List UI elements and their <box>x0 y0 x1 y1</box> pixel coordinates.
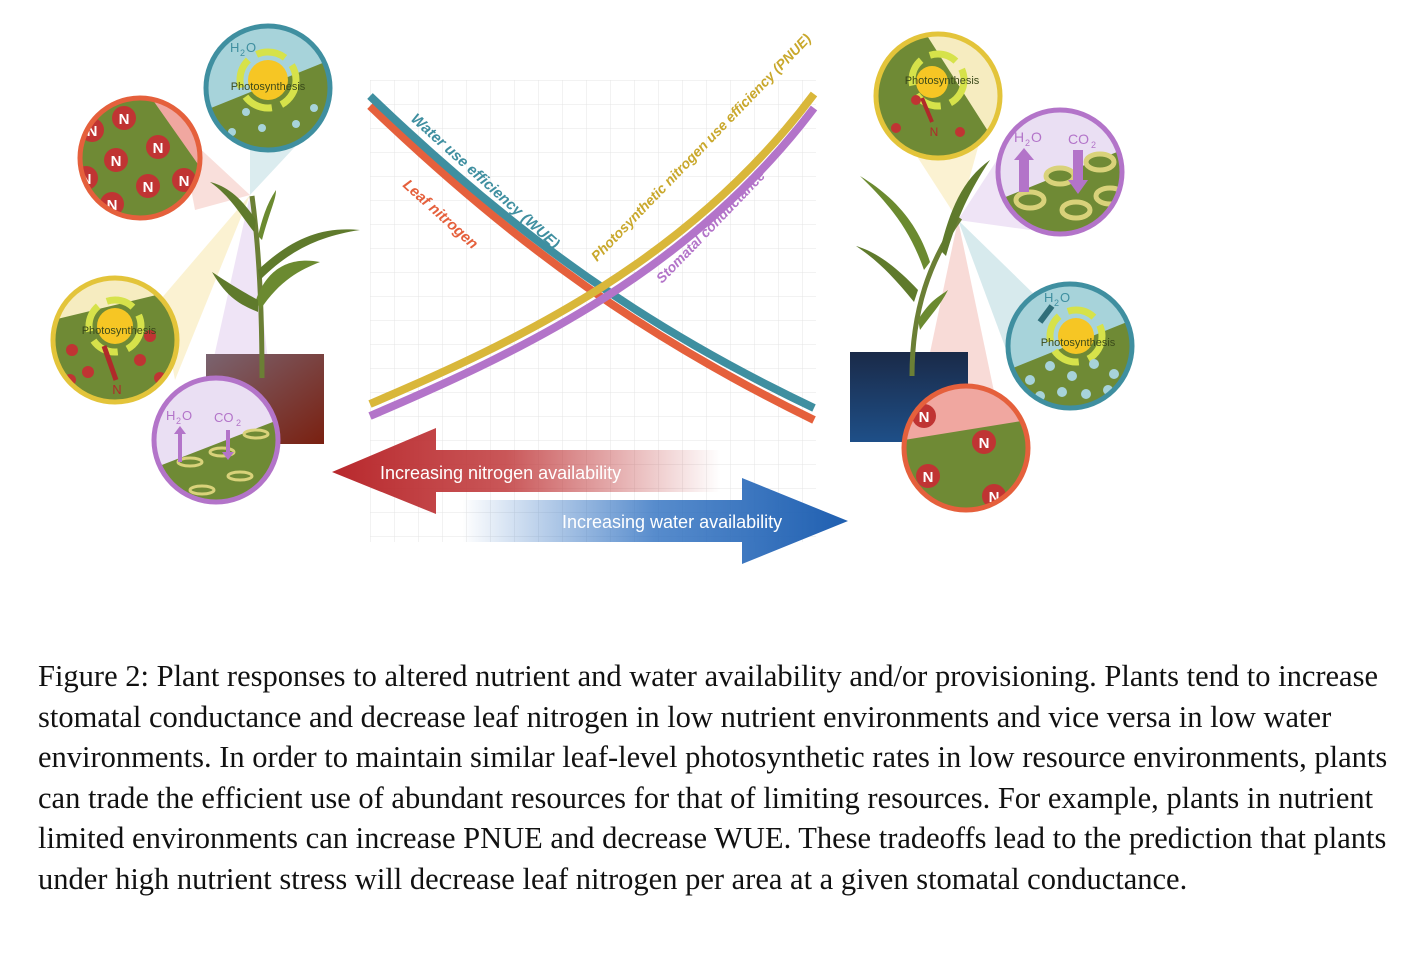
svg-text:O: O <box>246 40 256 55</box>
svg-text:N: N <box>989 489 1000 506</box>
svg-text:N: N <box>919 409 930 426</box>
svg-text:Photosynthesis: Photosynthesis <box>231 81 306 93</box>
svg-text:N: N <box>111 153 122 170</box>
bubble-nitrogen-low: N N N N <box>901 383 1031 513</box>
svg-text:N: N <box>153 140 164 157</box>
bubble-photosynthesis-nitrogen-right: Photosynthesis N <box>873 31 1003 161</box>
bubble-photosynthesis-water-left: H 2 O Photosynthesis <box>203 23 333 153</box>
svg-text:2: 2 <box>1054 298 1059 308</box>
svg-text:H: H <box>1044 290 1053 305</box>
wue-curve <box>367 93 816 412</box>
svg-text:H: H <box>1014 129 1024 145</box>
svg-text:O: O <box>182 408 192 423</box>
bubble-photosynthesis-water-right: H 2 O Photosynthesis <box>1005 281 1135 411</box>
svg-text:Photosynthesis: Photosynthesis <box>82 325 157 337</box>
svg-text:O: O <box>1031 129 1042 145</box>
svg-text:Photosynthesis: Photosynthesis <box>1041 337 1116 349</box>
svg-text:N: N <box>930 125 939 139</box>
svg-text:2: 2 <box>236 418 241 428</box>
svg-text:2: 2 <box>240 48 245 58</box>
bubble-stomata-right: H 2 O CO 2 <box>995 107 1125 237</box>
svg-text:2: 2 <box>176 416 181 426</box>
svg-text:N: N <box>112 382 121 397</box>
svg-text:N: N <box>923 469 934 486</box>
svg-text:N: N <box>87 123 98 140</box>
svg-text:N: N <box>179 173 190 190</box>
leaf-nitrogen-curve <box>367 103 816 424</box>
bubble-stomata-left: H 2 O CO 2 <box>151 375 281 505</box>
curves <box>367 91 818 424</box>
nitrogen-arrow-label: Increasing nitrogen availability <box>380 463 621 483</box>
svg-text:H: H <box>230 40 239 55</box>
svg-text:H: H <box>166 408 175 423</box>
figure-illustration: Water use efficiency (WUE) Leaf nitrogen… <box>50 23 1135 564</box>
bubble-photosynthesis-nitrogen-left: Photosynthesis N <box>50 275 180 405</box>
svg-text:2: 2 <box>1091 140 1096 150</box>
stomatal-curve <box>368 105 818 420</box>
pnue-curve <box>368 91 818 408</box>
nitrogen-arrow: Increasing nitrogen availability <box>332 428 720 514</box>
svg-text:N: N <box>979 435 990 452</box>
water-arrow: Increasing water availability <box>462 478 848 564</box>
svg-text:2: 2 <box>1025 138 1030 148</box>
svg-text:CO: CO <box>1068 131 1089 147</box>
bubble-nitrogen-high: N N N N N N N N <box>77 95 203 221</box>
svg-text:N: N <box>119 111 130 128</box>
svg-text:CO: CO <box>214 410 234 425</box>
svg-text:N: N <box>107 197 118 214</box>
water-arrow-label: Increasing water availability <box>562 512 782 532</box>
svg-text:N: N <box>143 179 154 196</box>
figure-caption: Figure 2: Plant responses to altered nut… <box>38 659 1388 896</box>
svg-text:Photosynthesis: Photosynthesis <box>905 75 980 87</box>
svg-text:O: O <box>1060 290 1070 305</box>
